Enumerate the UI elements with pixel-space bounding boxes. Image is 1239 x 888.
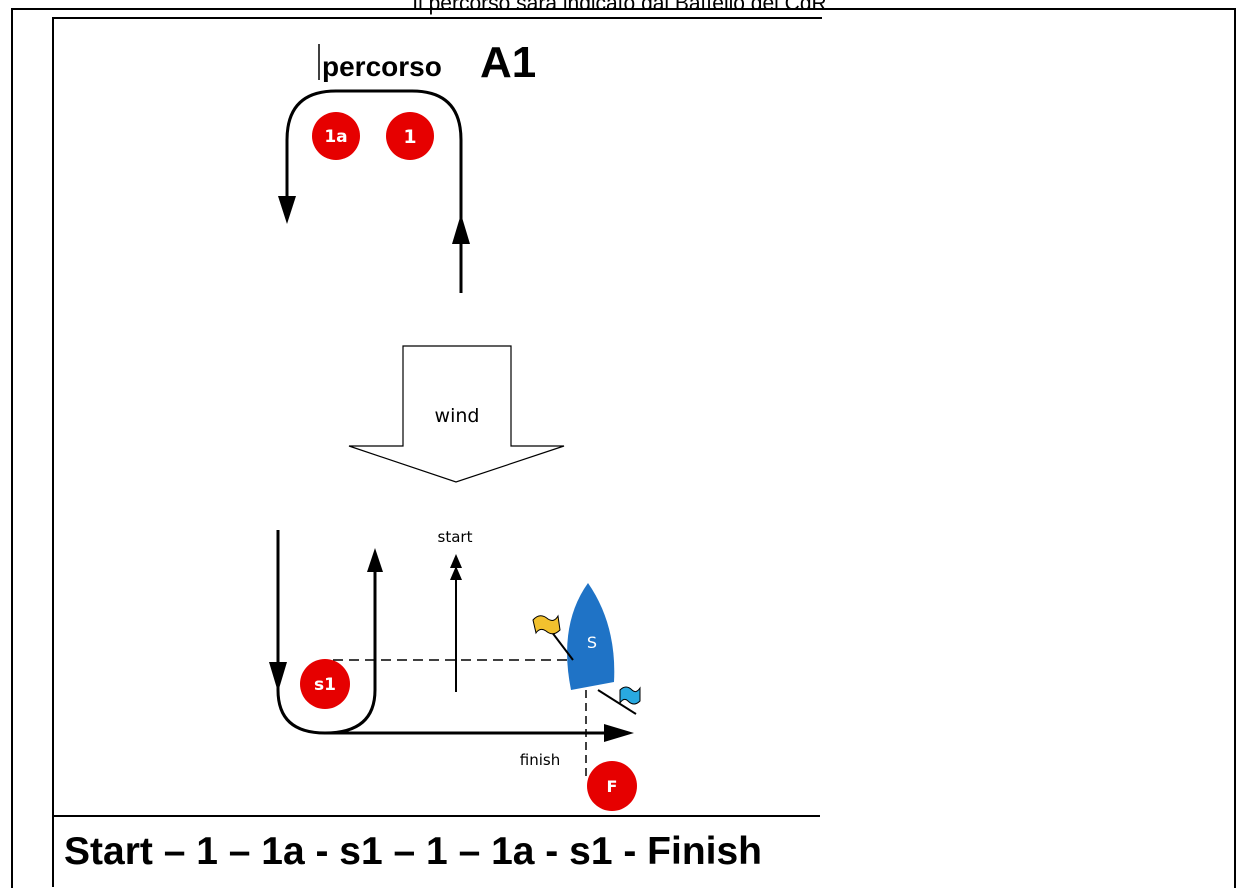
wind-arrow bbox=[348, 345, 565, 483]
signal-boat-label: S bbox=[587, 633, 597, 652]
start-arrowhead-2 bbox=[450, 554, 462, 568]
arrow-down-left bbox=[278, 196, 296, 224]
cyan-flag bbox=[597, 686, 641, 715]
start-arrowhead-1 bbox=[450, 566, 462, 580]
mark-1-label: 1 bbox=[403, 126, 416, 148]
course-sequence: Start – 1 – 1a - s1 – 1 – 1a - s1 - Fini… bbox=[64, 830, 763, 873]
diagram-frame bbox=[52, 17, 822, 887]
mark-f: F bbox=[587, 761, 637, 811]
finish-arrowhead bbox=[604, 724, 634, 742]
mark-s1: s1 bbox=[300, 659, 350, 709]
arrow-up-right bbox=[452, 214, 470, 244]
mark-1a: 1a bbox=[312, 112, 360, 160]
finish-label: finish bbox=[520, 751, 560, 769]
yellow-flag bbox=[532, 614, 574, 661]
upper-course-path bbox=[285, 89, 463, 293]
title-code: A1 bbox=[480, 38, 536, 87]
title-prefix: percorso bbox=[322, 51, 442, 82]
mark-1a-label: 1a bbox=[324, 127, 347, 147]
sequence-divider bbox=[53, 815, 820, 817]
arrow-up-lower bbox=[367, 548, 383, 572]
mark-f-label: F bbox=[607, 777, 618, 796]
signal-boat: S bbox=[567, 583, 615, 690]
mark-s1-label: s1 bbox=[314, 675, 336, 695]
start-label: start bbox=[438, 528, 473, 546]
mark-1: 1 bbox=[386, 112, 434, 160]
wind-label: wind bbox=[435, 405, 480, 427]
page-caption: Il percorso sarà indicato dal Battello d… bbox=[412, 0, 827, 15]
outer-frame bbox=[11, 8, 1236, 888]
arrow-down-lower bbox=[269, 662, 287, 692]
